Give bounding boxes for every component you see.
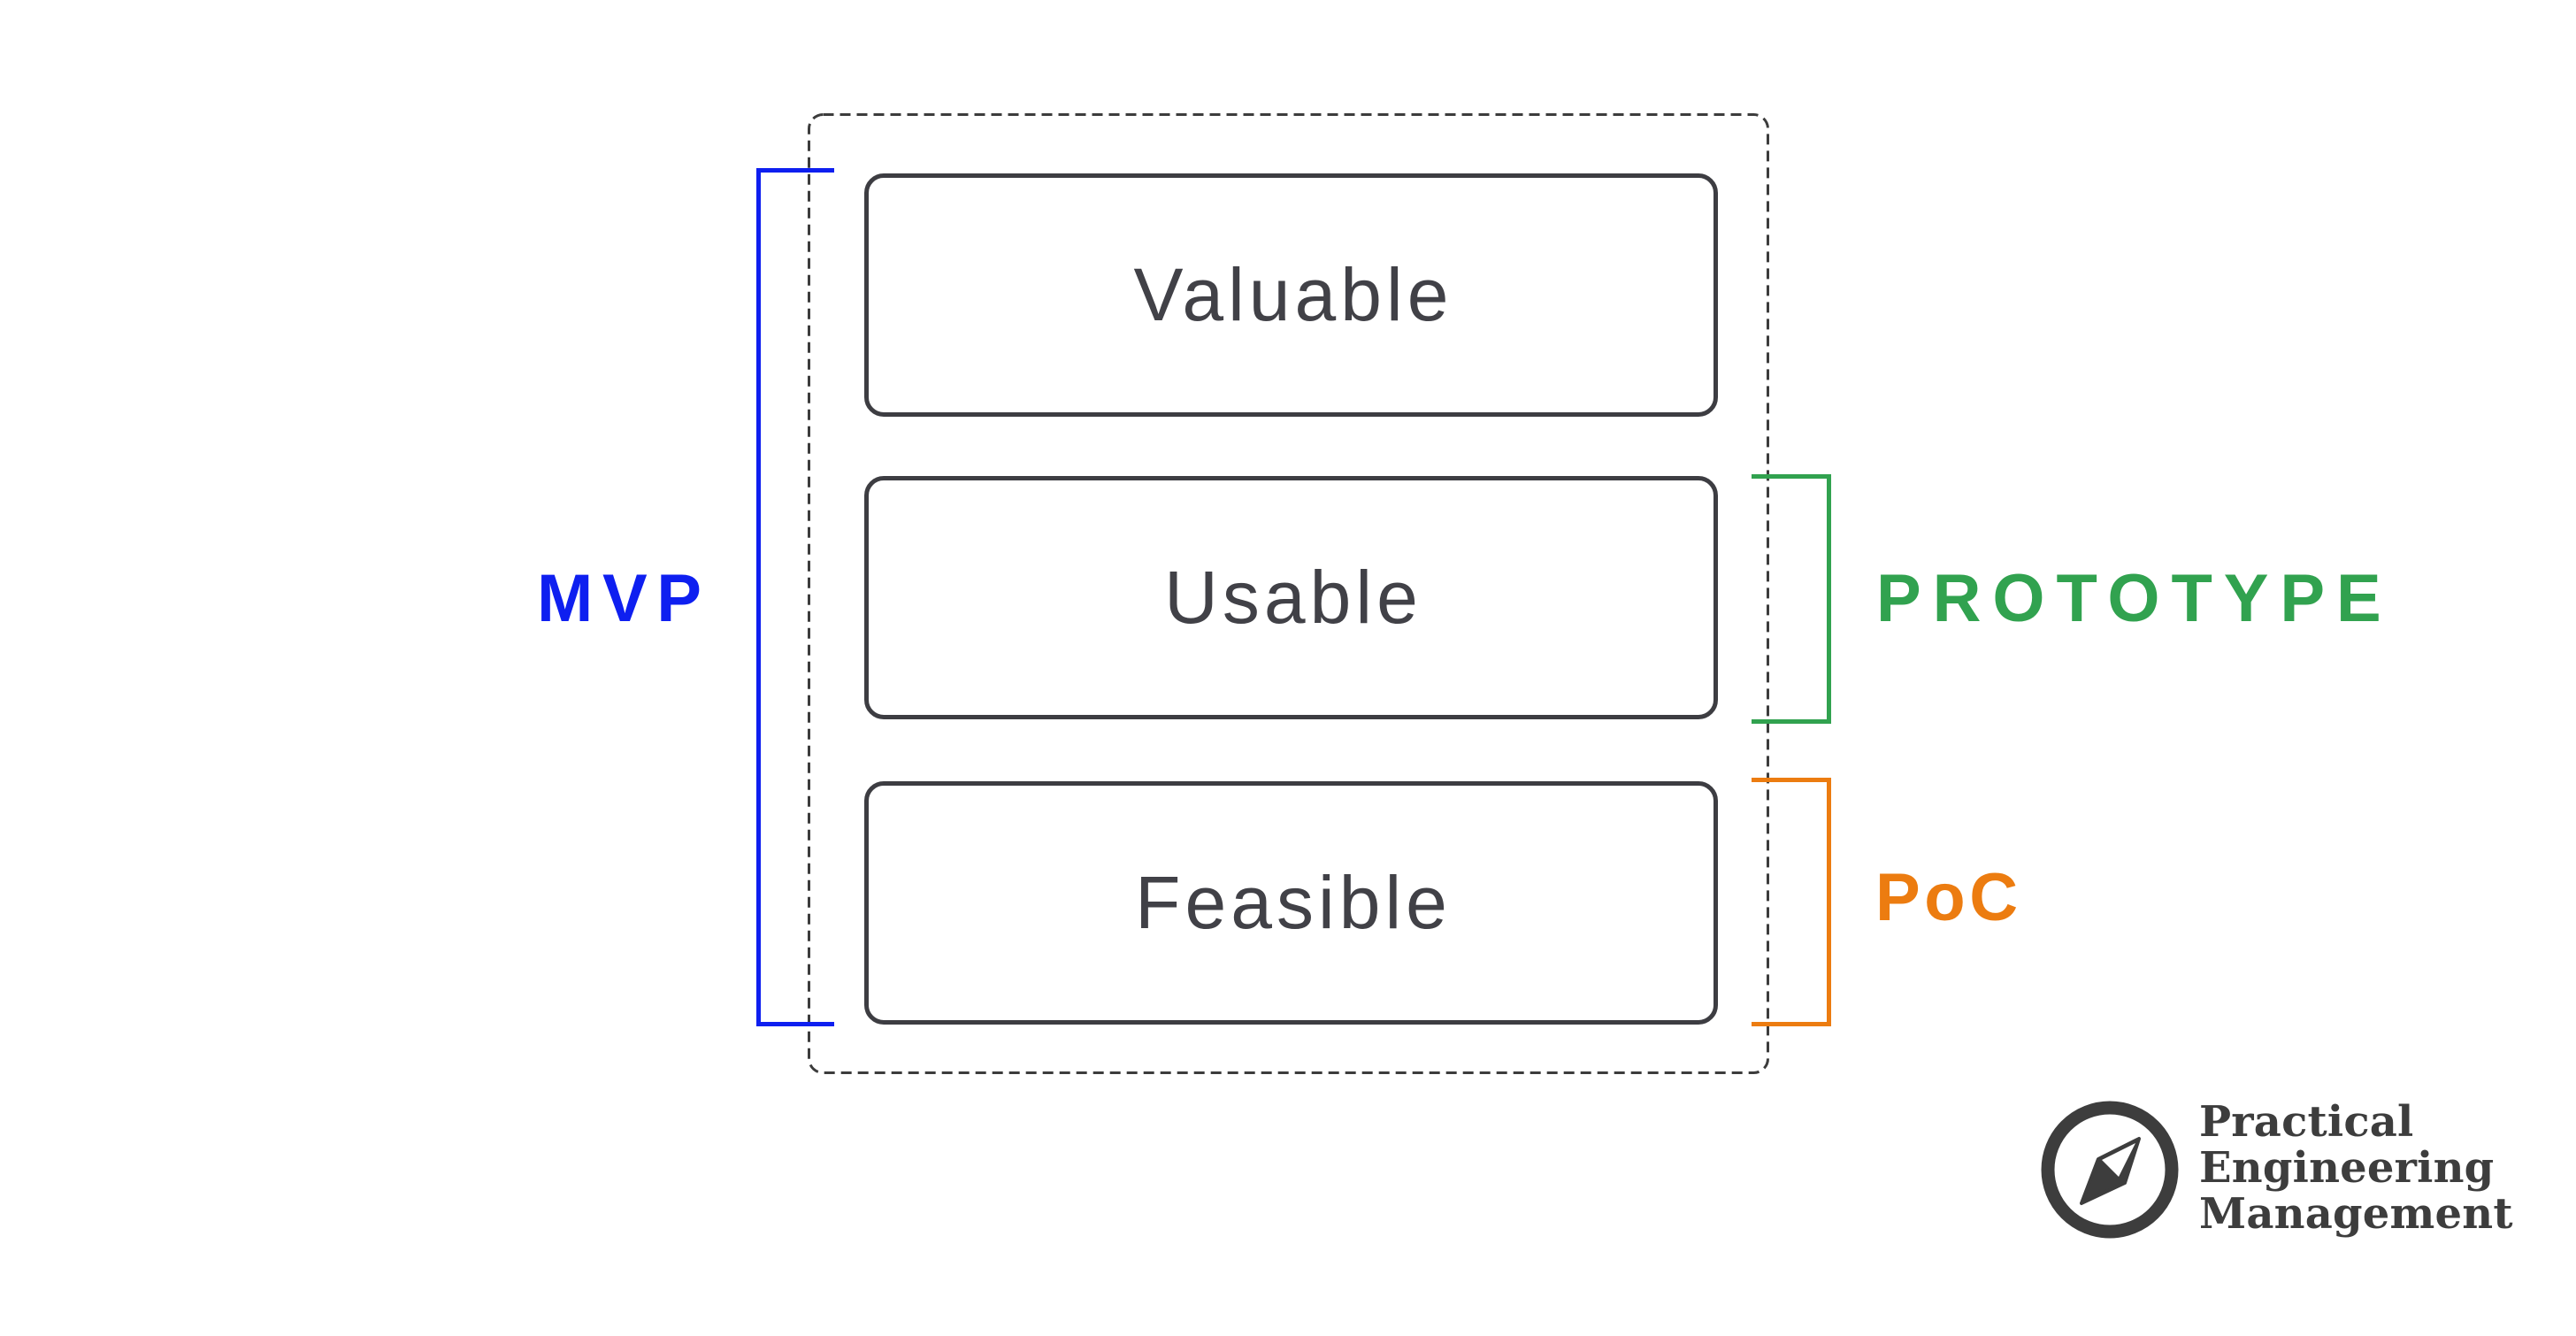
feasible-box: Feasible [864,781,1718,1025]
feasible-box-label: Feasible [1135,861,1452,944]
brand-name-line1: Practical [2199,1097,2414,1147]
brand-name-line3: Management [2199,1189,2513,1239]
usable-box-label: Usable [1164,556,1422,639]
prototype-label: PROTOTYPE [1876,561,2393,636]
poc-label: PoC [1875,860,2022,935]
prototype-bracket [1752,474,1831,724]
compass-icon [2041,1101,2179,1239]
mvp-label: MVP [537,561,711,636]
brand-logo: Practical Engineering Management [2041,1099,2513,1239]
brand-name: Practical Engineering Management [2199,1099,2513,1237]
valuable-box: Valuable [864,173,1718,417]
valuable-box-label: Valuable [1133,253,1453,336]
brand-name-line2: Engineering [2199,1143,2495,1193]
mvp-bracket [756,168,834,1026]
usable-box: Usable [864,476,1718,719]
poc-bracket [1752,778,1831,1026]
